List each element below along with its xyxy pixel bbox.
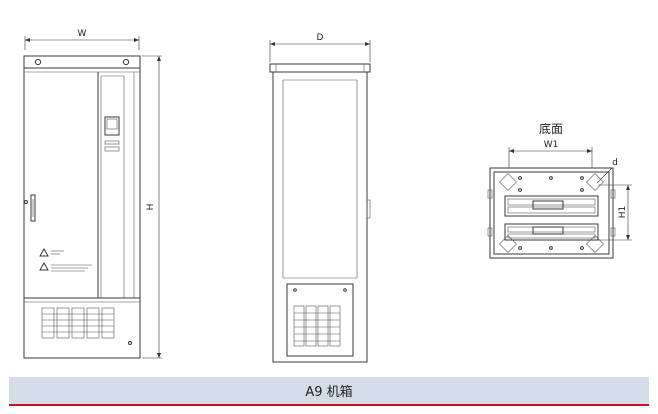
bottom-height-label: H1 xyxy=(618,206,628,219)
caption-bar: A9 机箱 xyxy=(9,377,649,406)
side-depth-label: D xyxy=(317,33,324,43)
cabinet-drawing: W xyxy=(23,29,632,363)
bottom-view: 底面 W1 d xyxy=(487,121,632,259)
bottom-width-label: W1 xyxy=(544,140,559,150)
front-width-label: W xyxy=(78,29,87,39)
front-view: W xyxy=(23,29,162,359)
bottom-width-dimension: W1 xyxy=(508,140,593,168)
side-depth-dimension: D xyxy=(269,33,371,62)
front-height-label: H xyxy=(146,204,156,211)
bottom-cable-openings xyxy=(504,195,599,241)
side-vent-grille xyxy=(293,305,341,347)
front-width-dimension: W xyxy=(24,29,140,50)
front-vent-grille xyxy=(41,307,115,339)
cabinet-caption: A9 机箱 xyxy=(305,385,353,400)
side-view: D xyxy=(269,33,371,363)
bottom-view-title: 底面 xyxy=(539,121,563,136)
hole-diameter-label: d xyxy=(612,158,618,168)
bottom-height-dimension: H1 xyxy=(598,184,632,241)
front-height-dimension: H xyxy=(142,55,162,359)
